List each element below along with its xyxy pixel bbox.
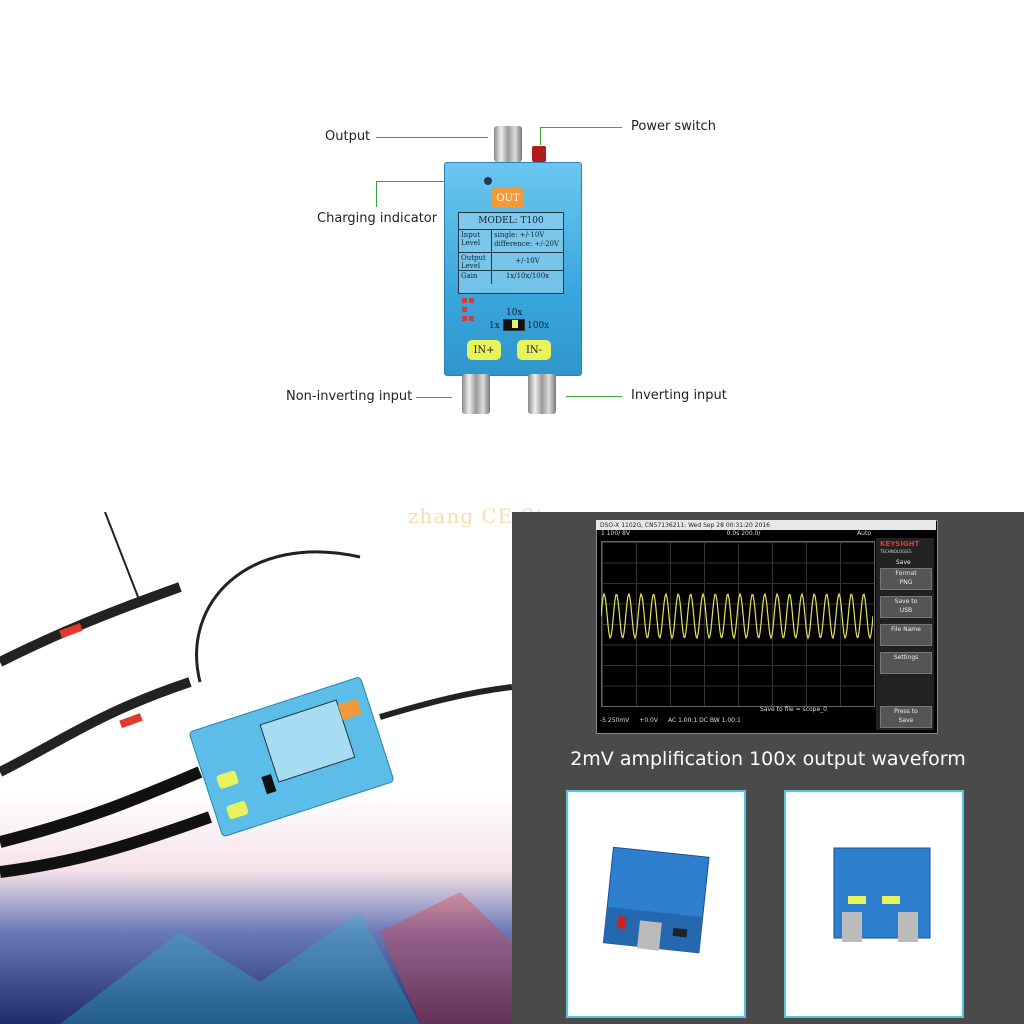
waveform-caption: 2mV amplification 100x output waveform bbox=[570, 748, 966, 770]
non-inverting-bnc bbox=[462, 374, 490, 414]
scope-footer: -5.250mV +0.0V AC 1.00:1 DC BW 1.00:1 bbox=[600, 717, 870, 724]
probes-illustration bbox=[0, 512, 512, 1024]
callout-vline-power bbox=[540, 127, 541, 145]
scope-hdr-mid: 0.0s 200.0/ bbox=[726, 530, 761, 537]
in-minus-label: IN- bbox=[517, 340, 551, 360]
callout-line-charging bbox=[376, 181, 480, 182]
spec-val-input: single: +/-10V difference: +/-20V bbox=[494, 231, 560, 248]
power-switch bbox=[532, 146, 546, 162]
inverting-bnc bbox=[528, 374, 556, 414]
scope-hdr-right: Auto bbox=[857, 530, 871, 537]
scope-hdr-left: 1 100/ 8V bbox=[601, 530, 631, 537]
red-marks bbox=[462, 298, 476, 328]
label-power-switch: Power switch bbox=[631, 119, 716, 134]
gain-label-1x: 1x bbox=[489, 321, 500, 331]
brand-sub: TECHNOLOGIES bbox=[880, 549, 912, 554]
scope-header: 1 100/ 8V 0.0s 200.0/ Auto bbox=[597, 530, 875, 538]
foot-level: +0.0V bbox=[639, 717, 658, 724]
label-output: Output bbox=[325, 129, 371, 144]
device-front-illustration bbox=[833, 847, 931, 942]
spec-key-input: Input Level bbox=[459, 230, 492, 252]
callout-line-power bbox=[540, 127, 622, 128]
label-inverting-input: Inverting input bbox=[631, 388, 727, 403]
menu-file-name-button[interactable]: File Name bbox=[880, 624, 932, 646]
brand-logo: KEYSIGHT bbox=[880, 540, 920, 548]
gain-switch-knob bbox=[512, 320, 518, 328]
menu-title: Save bbox=[896, 559, 911, 566]
callout-line-noninv bbox=[416, 397, 452, 398]
menu-settings-button[interactable]: Settings bbox=[880, 652, 932, 674]
out-badge: OUT bbox=[492, 188, 524, 208]
foot-coupling: AC 1.00:1 DC BW 1.00:1 bbox=[667, 717, 741, 724]
charging-led bbox=[484, 177, 492, 185]
menu-format-button[interactable]: Format PNG bbox=[880, 568, 932, 590]
waveform-trace bbox=[601, 592, 873, 640]
thumb-device-front bbox=[784, 790, 964, 1018]
spec-model: MODEL: T100 bbox=[459, 213, 563, 230]
menu-save-to-button[interactable]: Save to USB bbox=[880, 596, 932, 618]
save-status: Save to file = scope_0 bbox=[760, 706, 827, 713]
product-photo bbox=[0, 512, 512, 1024]
foot-offset: -5.250mV bbox=[600, 717, 630, 724]
output-bnc-connector bbox=[494, 126, 522, 162]
label-charging-indicator: Charging indicator bbox=[317, 211, 438, 226]
spec-val-output: +/-10V bbox=[515, 257, 540, 265]
spec-key-output: Output Level bbox=[459, 253, 492, 270]
spec-key-gain: Gain bbox=[459, 271, 492, 284]
gain-label-10x: 10x bbox=[506, 308, 523, 318]
thumb-device-back bbox=[566, 790, 746, 1018]
menu-press-to-save-button[interactable]: Press to Save bbox=[880, 706, 932, 728]
callout-line-output bbox=[376, 137, 488, 138]
scope-grid bbox=[601, 541, 875, 707]
scope-title-bar: DSO-X 1102G, CN57136211: Wed Sep 28 00:3… bbox=[596, 520, 936, 530]
sine-waveform bbox=[601, 592, 873, 640]
callout-vline-charging bbox=[376, 181, 377, 207]
spec-table: MODEL: T100 Input Level single: +/-10V d… bbox=[458, 212, 564, 294]
callout-line-inv bbox=[566, 396, 622, 397]
device-back-illustration bbox=[602, 846, 710, 954]
label-non-inverting-input: Non-inverting input bbox=[286, 389, 413, 404]
gain-label-100x: 100x bbox=[527, 321, 550, 331]
spec-val-gain: 1x/10x/100x bbox=[505, 272, 550, 280]
in-plus-label: IN+ bbox=[467, 340, 501, 360]
